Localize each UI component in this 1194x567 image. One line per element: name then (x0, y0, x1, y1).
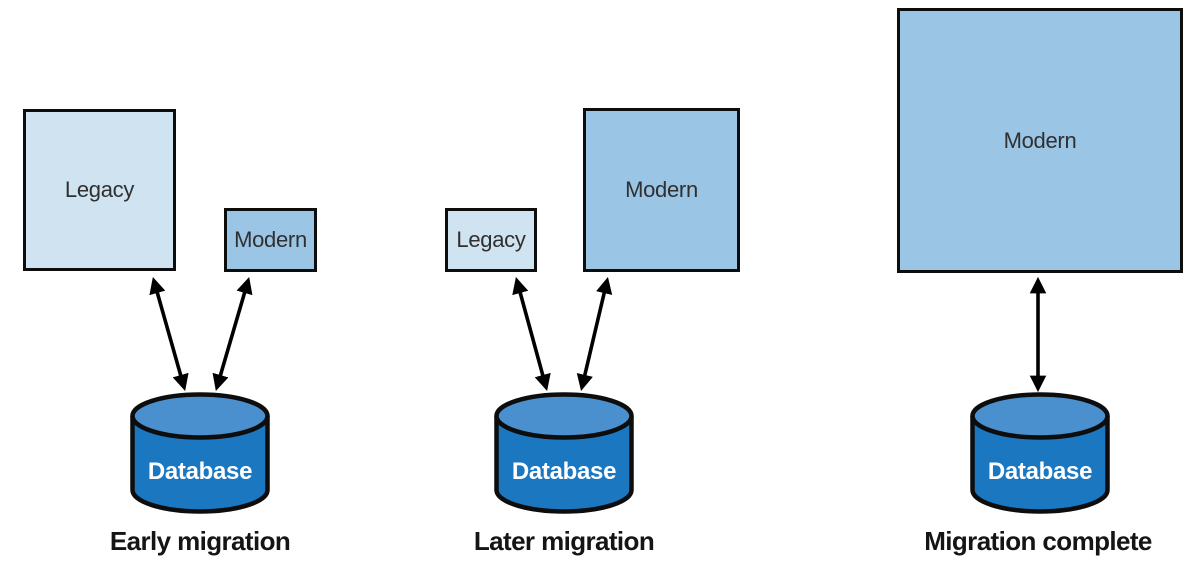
panel-caption: Early migration (109, 526, 291, 556)
legacy-box-label: Legacy (64, 177, 135, 202)
modern-box: Modern (583, 108, 740, 272)
legacy-box: Legacy (23, 109, 176, 271)
modern-box: Modern (897, 8, 1183, 273)
modern-database-arrow (212, 277, 253, 391)
modern-box: Modern (224, 208, 317, 272)
modern-database-arrow (576, 276, 613, 392)
database-label: Database (512, 458, 616, 485)
legacy-database-arrow (512, 277, 551, 391)
legacy-box: Legacy (445, 208, 537, 272)
database-label: Database (988, 458, 1092, 485)
database-cylinder: Database (970, 392, 1110, 514)
database-label: Database (148, 458, 252, 485)
panel-caption: Later migration (473, 526, 655, 556)
database-cylinder: Database (130, 392, 270, 514)
modern-box-label: Modern (234, 227, 307, 252)
legacy-box-label: Legacy (456, 227, 526, 252)
database-cylinder: Database (494, 392, 634, 514)
modern-box-label: Modern (625, 177, 698, 202)
modern-box-label: Modern (1003, 127, 1077, 153)
panel-caption: Migration complete (924, 526, 1152, 556)
legacy-database-arrow (149, 277, 189, 391)
